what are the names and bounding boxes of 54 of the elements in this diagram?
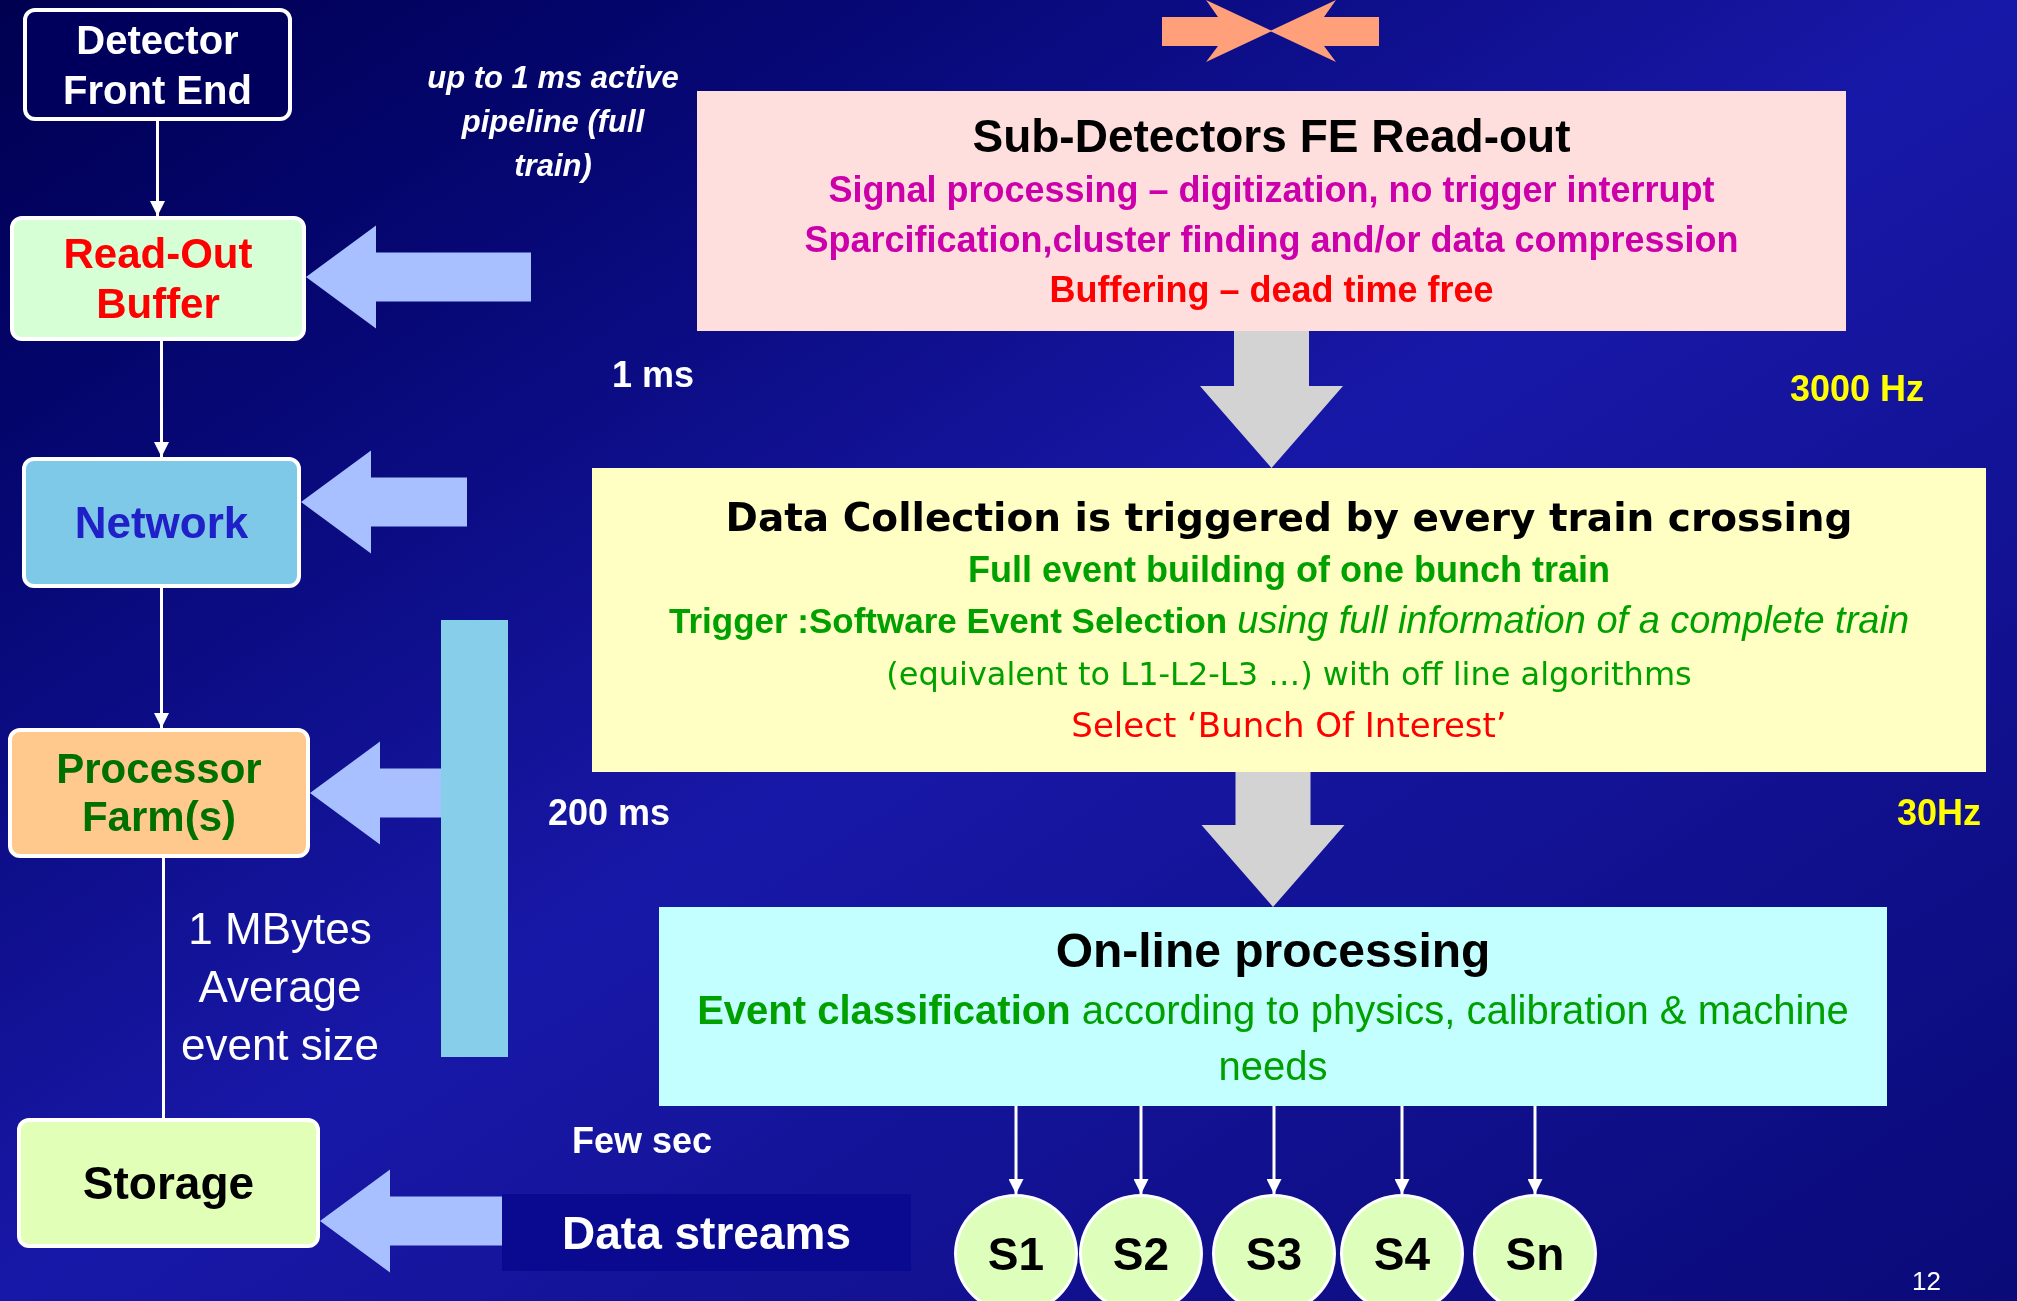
processor-box [8,728,310,858]
time-label: 200 ms [548,791,671,835]
node-label: Network [74,496,249,549]
box-title: Data Collection is triggered by every train crossing [725,494,1853,542]
box-title: Sub-Detectors FE Read-out [972,109,1571,164]
description-paragraph: Event classification according to physics, calibration & machine needs [696,986,1850,1090]
node-label: Processor Farm(s) [55,745,263,841]
arrow [1266,1106,1282,1194]
node-label: Read-Out Buffer [62,228,254,329]
arrow [1133,1106,1149,1194]
arrow [150,121,165,216]
readout-box [697,91,1846,331]
description-line: Buffering – dead time free [1049,268,1494,312]
node-label: Sn [1505,1231,1565,1277]
description-line: Full event building of one bunch train [968,548,1610,592]
arrow [1527,1106,1543,1194]
pipeline-note: up to 1 ms active pipeline (full train) [426,59,680,185]
description-paragraph: Trigger :Software Event Selection using full information of a complete train (equivalent to L1-L2-L3 …) with off line algorithms [667,598,1911,695]
block-arrow [310,741,441,845]
data-collection-box [592,468,1986,772]
node-label: S2 [1112,1231,1170,1277]
description-line: Signal processing – digitization, no trigger interrupt [828,168,1715,212]
block-arrow [1201,772,1345,907]
arrow [1008,1106,1024,1194]
description-line: Select ‘Bunch Of Interest’ [1071,704,1507,747]
node-label: S1 [987,1231,1045,1277]
arrow [1394,1106,1410,1194]
block-arrow [306,225,531,329]
stream-box [502,1194,911,1271]
arrow [154,341,169,457]
node-label: Data streams [562,1209,851,1256]
block-arrow [301,450,467,554]
event-size-note: 1 MBytes Average event size [179,903,381,1071]
storage-box [17,1118,320,1248]
block-arrow [1200,331,1343,468]
node-label: S4 [1373,1231,1431,1277]
time-label: 1 ms [612,353,695,397]
connector-line [162,858,165,1118]
online-processing-box [659,907,1887,1106]
detector-box [23,8,292,121]
rate-label: 30Hz [1897,791,1982,835]
time-label: Few sec [572,1119,713,1163]
box-title: On-line processing [1055,922,1491,979]
arrow [154,588,169,728]
node-label: S3 [1245,1231,1303,1277]
network-box [22,457,301,588]
node-label: Storage [82,1157,255,1209]
node-label: Detector Front End [62,16,253,114]
block-arrow [320,1169,502,1273]
rate-label: 3000 Hz [1790,367,1925,411]
vertical-bar [441,620,508,1057]
buffer-box [10,216,306,341]
description-line: Sparcification,cluster finding and/or data compression [804,218,1739,262]
page-number: 12 [1912,1265,1941,1298]
